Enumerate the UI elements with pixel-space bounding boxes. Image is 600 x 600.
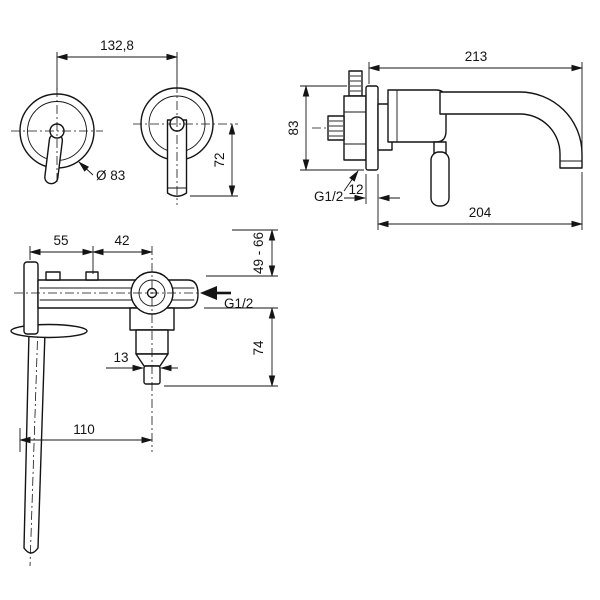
dim-overall-projection: 213: [368, 49, 583, 150]
handle-escutcheon: [11, 88, 103, 185]
thread-label: G1/2: [314, 189, 343, 204]
dim-outlet-diameter: 13: [106, 350, 178, 372]
leader-line: [343, 170, 359, 192]
long-spout-tube: [23, 331, 46, 554]
installation-view: 55 42 49 - 66 G1/2 13 74: [10, 229, 278, 567]
dim-label: 55: [53, 233, 68, 248]
dim-escutcheon-height: 83: [286, 85, 364, 171]
wall-plate-edge: [23, 261, 39, 335]
dim-label: 74: [251, 340, 266, 356]
dim-label: 49 - 66: [251, 232, 266, 274]
dim-escutcheon-depth: 12: [344, 174, 400, 204]
side-view: 213 83 12 204 G1/2: [286, 49, 583, 230]
inlet-stub: [327, 115, 345, 141]
dim-escutcheon-diameter: Ø 83: [78, 161, 125, 183]
dim-spout-reach: 204: [377, 172, 583, 230]
port-boss: [45, 271, 61, 281]
dim-mounting-depth-range: 49 - 66: [206, 229, 278, 277]
wall-plate-side: [365, 85, 379, 171]
dim-label: 12: [348, 182, 363, 197]
spout-centerline: [29, 323, 39, 567]
dim-label: 13: [113, 350, 128, 365]
dim-label: 110: [73, 422, 95, 437]
dim-label: 83: [286, 120, 301, 135]
dim-label: 213: [465, 49, 488, 64]
concealed-body: [327, 70, 367, 161]
dim-spout-drop: 72: [190, 123, 238, 197]
thread-label: G1/2: [224, 296, 253, 311]
thread-callout-installation: G1/2: [200, 286, 253, 311]
dim-label: 204: [469, 205, 492, 220]
dim-label: Ø 83: [96, 168, 125, 183]
dim-spout-length: 110: [19, 422, 153, 452]
valve-body: [343, 95, 367, 161]
dim-outlet-height: 74: [164, 307, 278, 387]
dim-label: 132,8: [100, 38, 134, 53]
leader-line: [78, 161, 94, 176]
thread-callout-side: G1/2: [314, 170, 359, 204]
spout-side: [439, 91, 583, 169]
front-view: 132,8 Ø 83 72: [11, 38, 238, 205]
adjuster-stub: [348, 70, 363, 97]
dim-label: 72: [212, 152, 227, 167]
port-boss: [85, 271, 99, 281]
dim-port-to-handle: 42: [92, 233, 153, 256]
handle-lever-side: [430, 151, 450, 207]
spout-escutcheon: [133, 84, 238, 205]
dim-label: 42: [114, 233, 129, 248]
body-section: [37, 279, 199, 309]
spout-flange: [10, 323, 88, 339]
dim-center-distance: 132,8: [56, 38, 178, 90]
dim-wall-to-port: 55: [29, 233, 94, 274]
bold-arrow-left-icon: [200, 286, 217, 300]
